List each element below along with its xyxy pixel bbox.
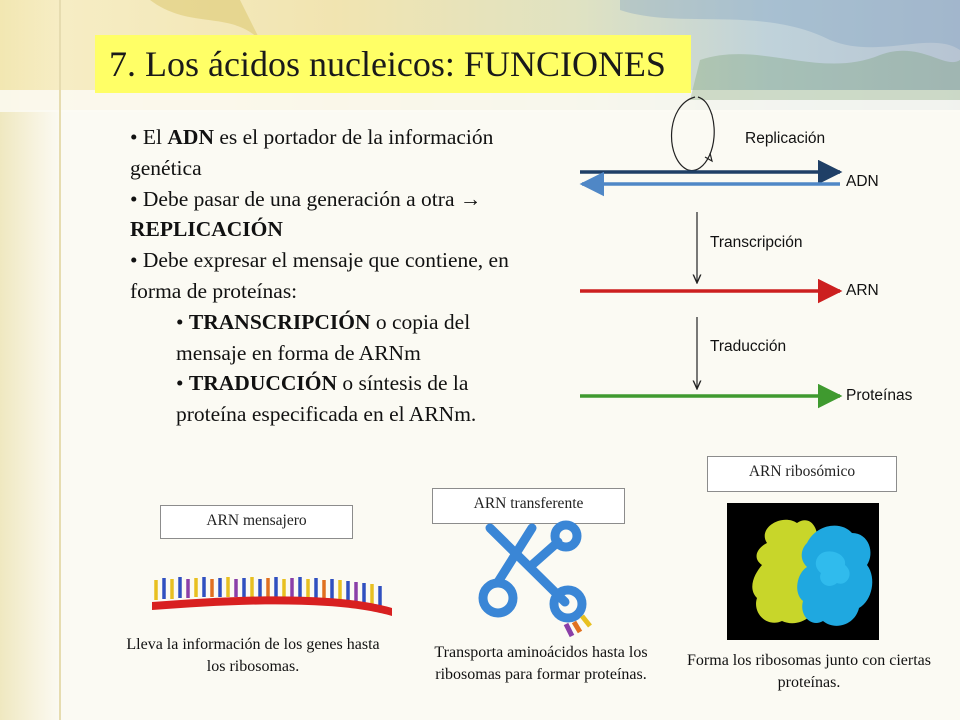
ribosome-image — [727, 503, 879, 640]
bullet-expresion: • Debe expresar el mensaje que contiene,… — [130, 248, 509, 303]
mrna-illustration — [152, 577, 392, 616]
arrow-right-icon: → — [459, 186, 482, 211]
caption-arn-transferente: Transporta aminoácidos hasta los ribosom… — [434, 644, 648, 683]
label-arn-ribosomico: ARN ribosómico — [707, 456, 897, 492]
label-replicacion: Replicación — [745, 130, 825, 147]
bullet-replicacion: • Debe pasar de una generación a otra → … — [130, 186, 482, 242]
bullet-list: • El ADN es el portador de la informació… — [130, 122, 540, 430]
bullet-traduccion: • TRADUCCIÓN o síntesis de la proteína e… — [176, 371, 477, 427]
page-title: 7. Los ácidos nucleicos: FUNCIONES — [95, 35, 691, 93]
label-proteinas: Proteínas — [846, 387, 913, 404]
label-traduccion: Traducción — [710, 338, 786, 355]
label-arn-mensajero: ARN mensajero — [160, 505, 353, 539]
label-adn: ADN — [846, 173, 879, 190]
caption-arn-mensajero: Lleva la información de los genes hasta … — [126, 636, 380, 675]
bullet-adn: • El ADN es el portador de la informació… — [130, 125, 494, 180]
bullet-transcripcion: • TRANSCRIPCIÓN o copia del mensaje en f… — [176, 309, 471, 365]
label-transcripcion: Transcripción — [710, 234, 802, 251]
flow-diagram: Replicación ADN Transcripción ARN Traduc… — [579, 96, 913, 409]
caption-arn-ribosomico: Forma los ribosomas junto con ciertas pr… — [687, 652, 931, 691]
trna-illustration — [478, 520, 592, 638]
label-arn-transferente: ARN transferente — [432, 488, 625, 524]
replication-loop-arrow — [670, 96, 715, 172]
label-arn: ARN — [846, 282, 879, 299]
